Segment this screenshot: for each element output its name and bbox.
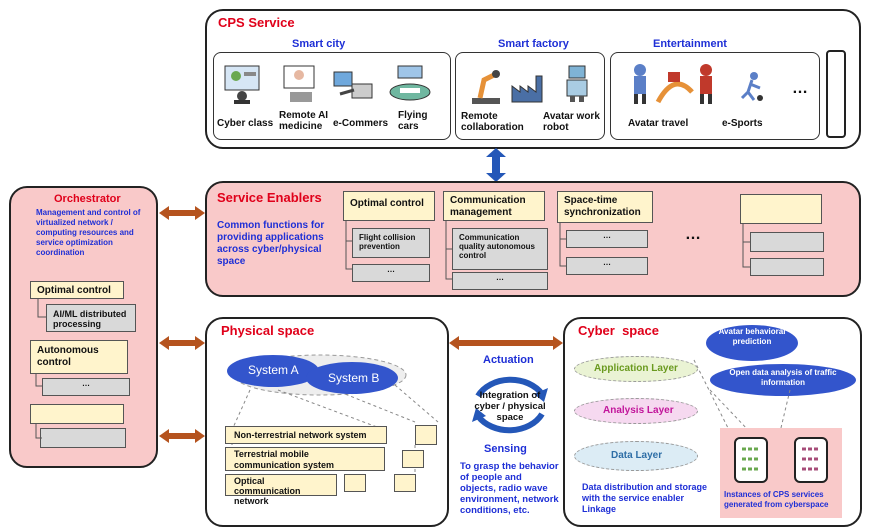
avatar-prediction-ellipse (706, 325, 798, 361)
sensing-label: Sensing (484, 443, 527, 455)
robot-arm-icon (472, 70, 500, 104)
cyber-connector-lines (693, 359, 791, 433)
data-layer-label: Data Layer (611, 450, 663, 461)
system-b-label: System B (328, 371, 380, 385)
physical-to-cyber-arrow (449, 336, 563, 350)
factory-icon (511, 75, 543, 103)
item-avatar-travel: Avatar travel (628, 118, 689, 129)
physical-node-1 (415, 425, 437, 445)
enabler-comm-quality: Communication quality autonomous control (452, 228, 548, 270)
network-terrestrial-mobile: Terrestrial mobile communication system (225, 447, 385, 471)
open-data-ellipse (710, 364, 856, 396)
service-enablers-title: Service Enablers (217, 190, 322, 205)
orchestrator-desc: Management and control of virtualized ne… (36, 208, 141, 257)
e-commerce-icon (333, 71, 373, 99)
enabler-col3-connector (559, 223, 567, 267)
enabler-col2-connector (445, 221, 453, 280)
group-heading-smart-factory: Smart factory (498, 38, 569, 50)
orch-connector-2 (35, 374, 42, 387)
group-heading-entertainment: Entertainment (653, 38, 727, 50)
enabler-ellipsis: … (685, 226, 701, 243)
grasp-description: To grasp the behavior of people and obje… (460, 461, 559, 516)
item-cyber-class: Cyber class (217, 118, 274, 129)
enabler-col4-connector (742, 224, 750, 268)
e-sports-icon (740, 72, 763, 101)
orch-ai-ml: AI/ML distributed processing (46, 304, 136, 332)
data-layer-ellipse (574, 441, 698, 471)
orch-autonomous-more: … (42, 378, 130, 396)
remote-medicine-icon (283, 65, 315, 102)
more-services-box (826, 50, 846, 138)
system-a-ellipse (227, 355, 319, 387)
avatar-travel-icon (634, 64, 712, 104)
system-b-ellipse (306, 362, 398, 394)
enabler-space-time-sync: Space-time synchronization (557, 191, 653, 223)
cyber-class-icon (224, 65, 260, 104)
orch-extra-sub (40, 428, 126, 448)
enabler-communication-management: Communication management (443, 191, 545, 221)
flying-car-icon (389, 65, 431, 101)
instance-service-icon-2 (794, 437, 828, 483)
enabler-space-more-1: … (566, 230, 648, 248)
cps-service-title: CPS Service (218, 15, 295, 30)
cyber-space-title: Cyber space (578, 323, 659, 338)
item-flying-cars: Flying cars (398, 110, 428, 132)
item-remote-ai-medicine: Remote AI medicine (279, 110, 329, 132)
enabler-optimal-control: Optimal control (343, 191, 435, 221)
orchestrator-title: Orchestrator (54, 193, 121, 205)
orch-autonomous-control: Autonomous control (30, 340, 128, 374)
open-data-label: Open data analysis of traffic informatio… (729, 368, 837, 387)
orch-to-enablers-arrow (159, 206, 205, 220)
physical-node-2 (402, 450, 424, 468)
orch-to-physical-arrow (159, 336, 205, 350)
work-robot-icon (566, 65, 588, 102)
analysis-layer-ellipse (574, 398, 698, 424)
enabler-flight-collision: Flight collision prevention (352, 228, 430, 258)
application-layer-label: Application Layer (594, 363, 678, 374)
enabler-extra-heading (740, 194, 822, 224)
enabler-optimal-more: … (352, 264, 430, 282)
enabler-extra-sub-2 (750, 258, 824, 276)
item-remote-collaboration: Remote collaboration (461, 111, 524, 133)
cycle-arrows-icon (472, 376, 548, 434)
data-distribution-text: Data distribution and storage with the s… (582, 482, 708, 514)
enabler-comm-more: … (452, 272, 548, 290)
physical-node-3 (344, 474, 366, 492)
cps-ellipsis: … (792, 80, 808, 97)
enabler-space-more-2: … (566, 257, 648, 275)
instances-label: Instances of CPS services generated from… (724, 490, 829, 509)
network-non-terrestrial: Non-terrestrial network system (225, 426, 387, 444)
orch-connector-1 (37, 299, 46, 318)
orch-extra-heading (30, 404, 124, 424)
integration-label: Integration of cyber / physical space (474, 390, 546, 423)
application-layer-ellipse (574, 356, 698, 382)
item-e-sports: e-Sports (722, 118, 763, 129)
item-avatar-work-robot: Avatar work robot (543, 111, 600, 133)
orch-to-physical-lower-arrow (159, 429, 205, 443)
group-heading-smart-city: Smart city (292, 38, 346, 50)
physical-space-title: Physical space (221, 323, 315, 338)
avatar-prediction-label: Avatar behavioral prediction (718, 327, 786, 346)
analysis-layer-label: Analysis Layer (603, 405, 674, 416)
item-e-commers: e-Commers (333, 118, 389, 129)
orch-optimal-control: Optimal control (30, 281, 124, 299)
orch-connector-3 (35, 424, 42, 439)
enabler-extra-sub-1 (750, 232, 824, 252)
instance-service-icon-1 (734, 437, 768, 483)
system-a-label: System A (248, 363, 299, 377)
vertical-double-arrow (486, 148, 506, 182)
enabler-col1-connector (345, 221, 353, 270)
service-enablers-desc: Common functions for providing applicati… (217, 220, 325, 267)
physical-node-4 (394, 474, 416, 492)
network-optical: Optical communication network (225, 474, 337, 506)
actuation-label: Actuation (483, 354, 534, 366)
